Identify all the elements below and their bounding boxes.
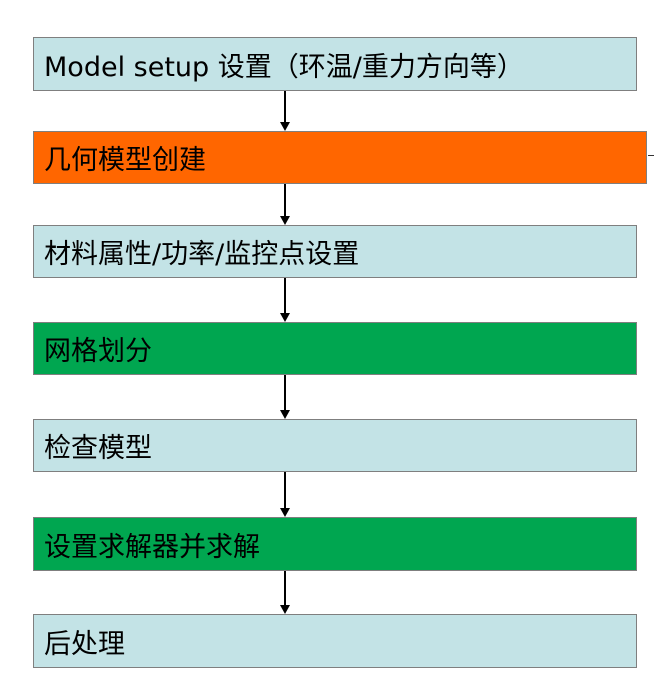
step-post-processing: 后处理 <box>33 614 637 668</box>
step-check-model-label: 检查模型 <box>44 433 152 464</box>
arrowhead <box>280 122 290 131</box>
edge-tick-mark <box>648 155 654 156</box>
step-meshing: 网格划分 <box>33 322 637 375</box>
step-material-power-monitor: 材料属性/功率/监控点设置 <box>33 225 637 278</box>
step-post-processing-label: 后处理 <box>44 628 125 660</box>
arrowhead <box>280 605 290 614</box>
arrowhead <box>280 410 290 419</box>
step-model-setup-label: Model setup 设置（环温/重力方向等） <box>44 51 524 83</box>
arrow-layer <box>280 91 290 614</box>
step-material-power-monitor-label: 材料属性/功率/监控点设置 <box>44 239 360 270</box>
step-model-setup: Model setup 设置（环温/重力方向等） <box>33 37 637 91</box>
step-solver-setup-solve: 设置求解器并求解 <box>33 517 637 571</box>
step-geometry-creation: 几何模型创建 <box>33 131 647 184</box>
step-meshing-label: 网格划分 <box>44 336 152 367</box>
arrowhead <box>280 508 290 517</box>
step-solver-setup-solve-label: 设置求解器并求解 <box>44 531 260 563</box>
arrowhead <box>280 216 290 225</box>
step-geometry-creation-label: 几何模型创建 <box>44 145 206 176</box>
step-check-model: 检查模型 <box>33 419 637 472</box>
arrowhead <box>280 313 290 322</box>
